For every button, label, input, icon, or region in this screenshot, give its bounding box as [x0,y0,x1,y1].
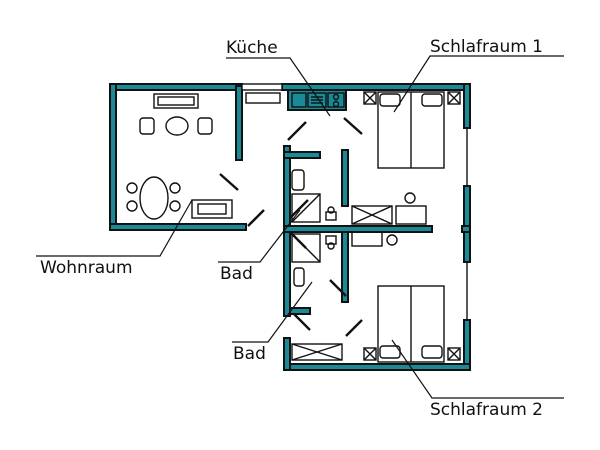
leader-lines [36,55,564,399]
kitchen-fixtures [287,89,347,111]
label-bad-upper: Bad [220,264,253,284]
window-kitchen [245,92,281,104]
window-top [241,83,283,91]
label-wohnraum: Wohnraum [40,258,133,278]
schlafraum1-furniture [351,91,461,225]
label-schlafraum-1: Schlafraum 1 [430,37,543,57]
label-schlafraum-2: Schlafraum 2 [430,400,543,420]
label-bad-lower: Bad [233,344,266,364]
schlafraum2-furniture [291,231,461,363]
bath-fixtures [291,169,337,287]
interior-walls [283,145,471,317]
label-kueche: Küche [226,38,278,58]
wohnraum-furniture [126,93,233,220]
